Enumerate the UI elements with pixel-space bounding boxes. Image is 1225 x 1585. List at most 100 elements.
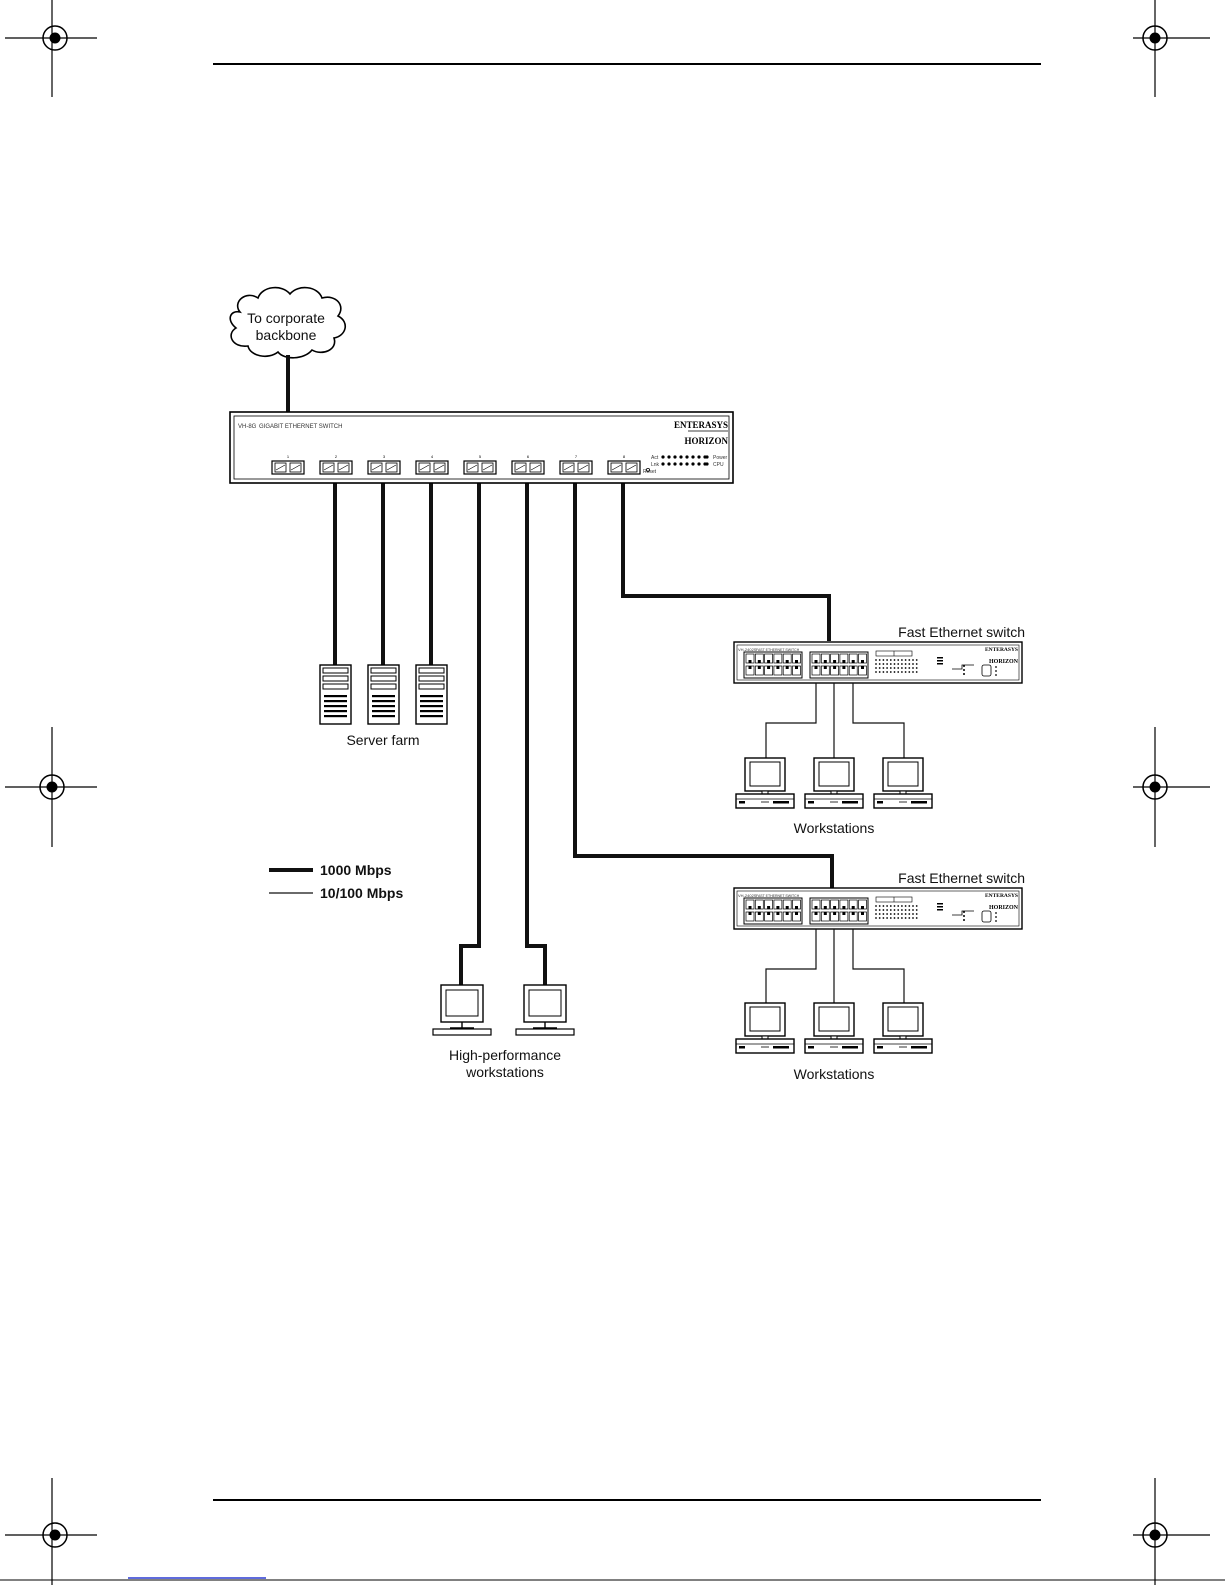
port-number: 4 bbox=[431, 454, 434, 459]
fast-switch-led bbox=[878, 917, 881, 919]
fast-switch-led bbox=[882, 663, 885, 665]
fast-switch-led bbox=[915, 917, 918, 919]
fast-switch-led bbox=[908, 659, 911, 661]
fast-switch-led bbox=[893, 905, 896, 907]
hp-ws-link-1 bbox=[459, 474, 481, 987]
fast-switch-1-label: Fast Ethernet switch bbox=[898, 624, 1025, 640]
status-led bbox=[963, 673, 965, 675]
rj45-latch bbox=[814, 912, 818, 915]
fast-switch-led bbox=[908, 913, 911, 915]
server-vent bbox=[420, 710, 443, 713]
server-tower bbox=[367, 664, 400, 725]
hp-workstation-2 bbox=[515, 984, 575, 1036]
cloud-label-line2: backbone bbox=[256, 327, 317, 343]
rj45-latch bbox=[748, 906, 752, 909]
fast-switch-led bbox=[875, 659, 877, 661]
fast-switch-name: FAST ETHERNET SWITCH bbox=[756, 894, 800, 898]
server-bay bbox=[418, 675, 445, 682]
fast-switch-led bbox=[897, 905, 900, 907]
gigabit-port-4: 4 bbox=[415, 454, 449, 475]
workstation-group-1 bbox=[735, 757, 933, 809]
rj45-latch bbox=[861, 666, 864, 669]
legend: 1000 Mbps 10/100 Mbps bbox=[269, 862, 403, 901]
gigabit-port-6: 6 bbox=[511, 454, 545, 475]
fast-switch-led bbox=[878, 659, 881, 661]
ws-link-2a bbox=[765, 929, 817, 1003]
fast-ethernet-links bbox=[765, 683, 905, 1003]
gigabit-switch-name: GIGABIT ETHERNET SWITCH bbox=[259, 424, 342, 430]
rj45-latch bbox=[842, 912, 846, 915]
server-vent bbox=[324, 705, 347, 708]
fast-switch-led bbox=[886, 667, 888, 669]
rj45-latch bbox=[833, 906, 837, 909]
fast-switch-1-uplink bbox=[621, 474, 831, 641]
port-led bbox=[667, 462, 671, 466]
fast-switch-led bbox=[889, 671, 892, 673]
fast-switch-led bbox=[882, 905, 885, 907]
drive-slot bbox=[773, 801, 789, 804]
status-indicator bbox=[937, 903, 943, 905]
rj45-latch bbox=[851, 666, 855, 669]
fast-switch-led bbox=[901, 663, 903, 665]
gigabit-ethernet-switch: VH-8G GIGABIT ETHERNET SWITCH ENTERASYS … bbox=[229, 411, 734, 484]
fast-switch-led bbox=[901, 909, 903, 911]
rj45-latch bbox=[851, 906, 855, 909]
power-button bbox=[808, 801, 814, 804]
port-number: 6 bbox=[527, 454, 530, 459]
server-farm bbox=[319, 664, 448, 725]
fast-switch-brand: ENTERASYS bbox=[985, 893, 1018, 899]
port-detail bbox=[578, 464, 589, 471]
gigabit-led-panel bbox=[646, 455, 709, 472]
port-detail bbox=[323, 464, 334, 471]
rj45-latch bbox=[842, 906, 846, 909]
fast-switch-led bbox=[901, 659, 903, 661]
fast-switch-led bbox=[886, 659, 888, 661]
rj45-latch bbox=[757, 912, 761, 915]
workstation-2-3 bbox=[873, 1002, 933, 1054]
port-number: 3 bbox=[383, 454, 386, 459]
rj45-latch bbox=[767, 660, 771, 663]
rj45-latch bbox=[823, 906, 827, 909]
rj45-latch bbox=[767, 666, 771, 669]
status-led bbox=[963, 911, 965, 913]
fast-switch-led bbox=[912, 913, 914, 915]
ws-link-1a bbox=[765, 683, 817, 758]
status-indicator bbox=[937, 909, 943, 911]
desktop-case bbox=[804, 793, 864, 809]
fast-switch-led bbox=[897, 659, 900, 661]
fast-switch-led bbox=[886, 905, 888, 907]
workstation-1-1 bbox=[735, 757, 795, 809]
fast-port-block-1 bbox=[743, 651, 803, 679]
fast-switch-led bbox=[904, 917, 907, 919]
fast-switch-led bbox=[904, 671, 907, 673]
status-indicator bbox=[937, 906, 943, 908]
fast-switch-led bbox=[897, 671, 900, 673]
fast-switch-led bbox=[908, 671, 911, 673]
fast-switch-led bbox=[915, 913, 918, 915]
fast-switch-led bbox=[878, 667, 881, 669]
fast-switch-led bbox=[875, 671, 877, 673]
fast-switch-product-line: HORIZON bbox=[989, 905, 1019, 911]
fast-port-block-2 bbox=[809, 651, 869, 679]
port-led bbox=[661, 462, 665, 466]
fast-switch-led bbox=[889, 667, 892, 669]
server-bay bbox=[322, 667, 349, 674]
port-led bbox=[673, 455, 677, 459]
port-led bbox=[697, 455, 701, 459]
registration-marks bbox=[5, 0, 1210, 1585]
power-button bbox=[877, 801, 883, 804]
fast-switch-led bbox=[897, 667, 900, 669]
rj45-latch bbox=[785, 666, 789, 669]
port-detail bbox=[515, 464, 526, 471]
reg-mark-top-right bbox=[1133, 0, 1210, 97]
fast-switch-led bbox=[889, 917, 892, 919]
fast-switch-product-line: HORIZON bbox=[989, 659, 1019, 665]
port-detail bbox=[386, 464, 397, 471]
drive-slot bbox=[773, 1046, 789, 1049]
fast-switch-bezel bbox=[736, 890, 1020, 927]
power-led bbox=[705, 455, 709, 459]
reset-button bbox=[646, 467, 651, 472]
port-led bbox=[667, 455, 671, 459]
legend-thin-label: 10/100 Mbps bbox=[320, 885, 403, 901]
rj45-latch bbox=[785, 906, 789, 909]
